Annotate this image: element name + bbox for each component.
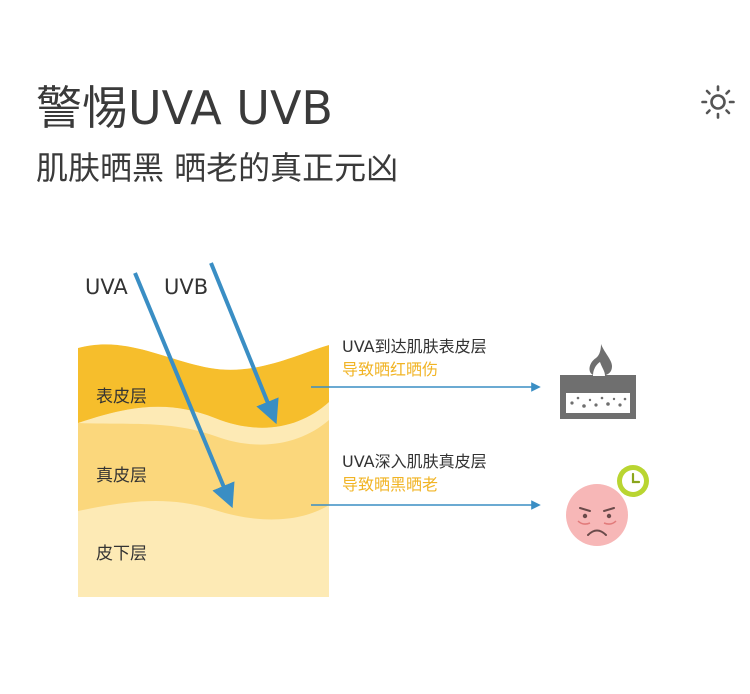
uvb-label: UVB: [164, 275, 209, 299]
epidermis-note-title: UVA到达肌肤表皮层: [342, 337, 487, 356]
skin-top-cutout: [78, 300, 329, 370]
layer-label-subcutaneous: 皮下层: [96, 544, 147, 564]
dermis-layer-lower: [78, 420, 329, 520]
epidermis-note-effect: 导致晒红晒伤: [342, 360, 439, 379]
uva-ray-arrow: [133, 272, 235, 509]
skin-cross-section-icon: [560, 344, 636, 419]
page-title: 警惕UVA UVB: [36, 81, 333, 135]
dermis-note-effect: 导致晒黑晒老: [342, 475, 439, 494]
sun-icon[interactable]: [700, 84, 736, 120]
layer-label-epidermis: 表皮层: [96, 387, 147, 407]
uvb-ray-arrow: [209, 262, 279, 425]
uva-label: UVA: [85, 275, 128, 299]
dermis-note-title: UVA深入肌肤真皮层: [342, 452, 487, 471]
page-subtitle: 肌肤晒黑 晒老的真正元凶: [36, 149, 399, 187]
layer-label-dermis: 真皮层: [96, 466, 147, 486]
aging-face-clock-icon: [566, 465, 649, 546]
